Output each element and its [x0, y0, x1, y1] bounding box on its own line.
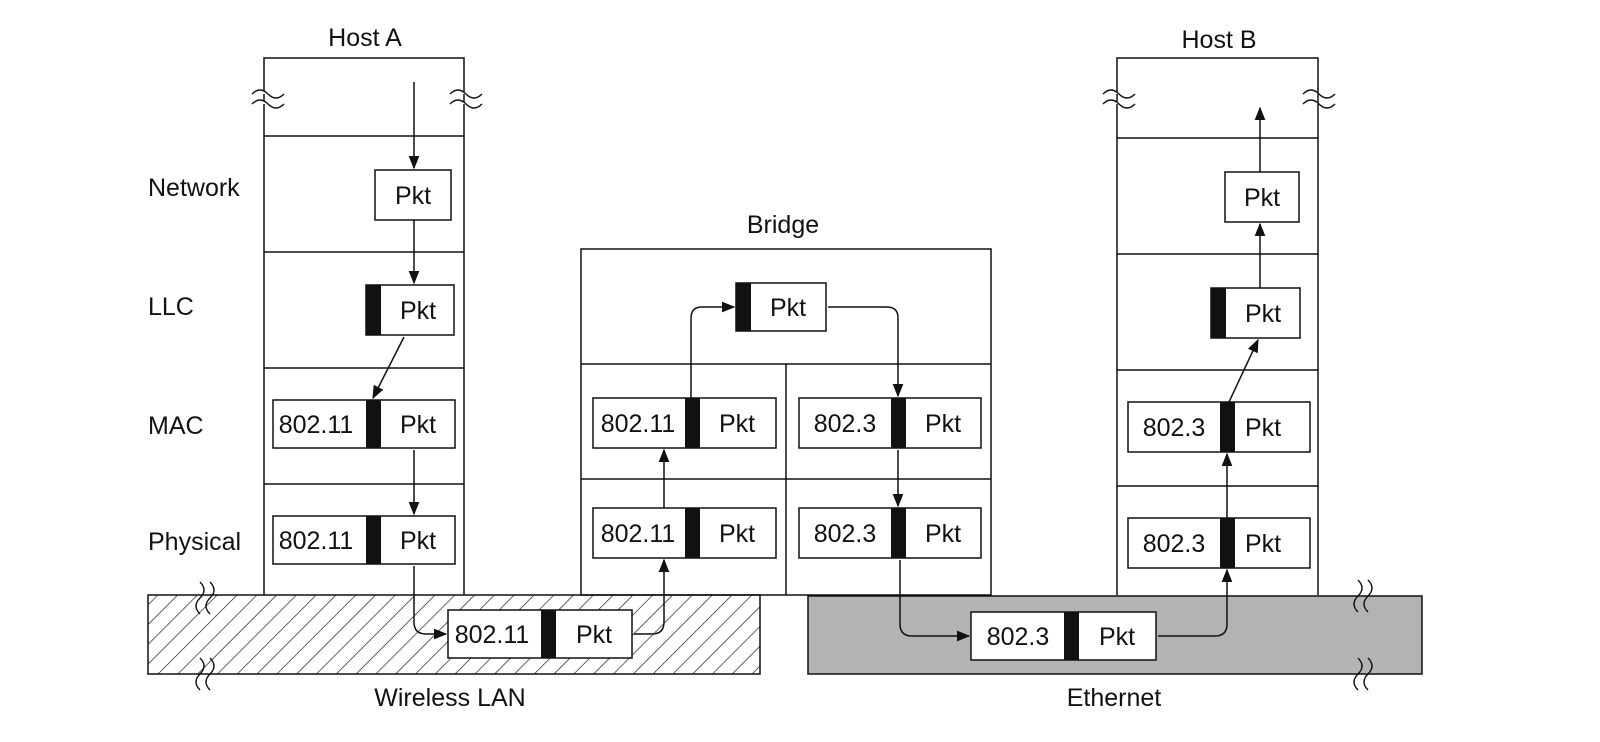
packet-label: Pkt — [1245, 530, 1281, 558]
bridge-llc-packet: Pkt — [735, 282, 827, 332]
host-a-stack — [251, 57, 483, 595]
break-mark — [1302, 89, 1336, 109]
host-b-physical-frame: 802.3 Pkt — [1127, 517, 1311, 569]
packet-label: Pkt — [925, 410, 961, 438]
break-mark — [1102, 89, 1136, 109]
packet-label: Pkt — [1245, 300, 1281, 328]
bridge-wifi-mac-frame: 802.11 Pkt — [592, 397, 777, 449]
llc-header — [1064, 612, 1079, 660]
wireless-lan-label: Wireless LAN — [374, 684, 525, 712]
packet-label: Pkt — [395, 182, 431, 210]
layer-label-mac: MAC — [148, 412, 204, 440]
packet-label: Pkt — [400, 527, 436, 555]
packet-label: Pkt — [719, 520, 755, 548]
llc-header — [1211, 288, 1226, 338]
host-a-title: Host A — [328, 24, 402, 52]
packet-label: Pkt — [400, 411, 436, 439]
llc-header — [366, 400, 381, 448]
host-b-stack — [1102, 57, 1336, 595]
host-a-mac-frame: 802.11 Pkt — [272, 399, 456, 449]
packet-label: Pkt — [1099, 623, 1135, 651]
frame-type-label: 802.3 — [1143, 414, 1206, 442]
llc-header — [1220, 402, 1235, 452]
host-a-physical-frame: 802.11 Pkt — [272, 515, 456, 565]
bridge-title: Bridge — [747, 211, 819, 239]
llc-header — [366, 516, 381, 564]
llc-header — [685, 398, 700, 448]
bridge-wifi-physical-frame: 802.11 Pkt — [592, 507, 777, 559]
flow-arrows — [372, 82, 1266, 642]
layer-label-physical: Physical — [148, 528, 241, 556]
frame-type-label: 802.3 — [1143, 530, 1206, 558]
host-b-llc-packet: Pkt — [1210, 287, 1301, 339]
break-mark — [195, 657, 215, 691]
host-b-network-packet: Pkt — [1224, 171, 1300, 223]
layer-label-network: Network — [148, 174, 240, 202]
packet-label: Pkt — [770, 294, 806, 322]
frame-type-label: 802.11 — [601, 410, 676, 438]
frame-type-label: 802.3 — [814, 520, 877, 548]
layer-label-llc: LLC — [148, 293, 194, 321]
break-mark — [195, 581, 215, 615]
frame-type-label: 802.11 — [455, 621, 530, 649]
packet-label: Pkt — [925, 520, 961, 548]
llc-header — [736, 283, 751, 331]
ethernet-medium-frame: 802.3 Pkt — [970, 611, 1157, 661]
packet-label: Pkt — [576, 621, 612, 649]
host-a-llc-packet: Pkt — [365, 284, 455, 336]
llc-header — [1220, 518, 1235, 568]
frame-type-label: 802.3 — [987, 623, 1050, 651]
wireless-medium-frame: 802.11 Pkt — [447, 609, 633, 659]
host-b-mac-frame: 802.3 Pkt — [1127, 401, 1311, 453]
ethernet-label: Ethernet — [1067, 684, 1162, 712]
llc-header — [366, 285, 381, 335]
host-a-network-packet: Pkt — [374, 169, 452, 221]
bridge-ether-mac-frame: 802.3 Pkt — [798, 397, 982, 449]
frame-type-label: 802.11 — [279, 527, 354, 555]
break-mark — [251, 89, 285, 109]
frame-type-label: 802.3 — [814, 410, 877, 438]
llc-header — [541, 610, 556, 658]
frame-type-label: 802.11 — [601, 520, 676, 548]
bridge-ether-physical-frame: 802.3 Pkt — [798, 507, 982, 559]
llc-header — [891, 508, 906, 558]
packet-label: Pkt — [1245, 414, 1281, 442]
break-mark — [1353, 579, 1373, 613]
packet-label: Pkt — [400, 297, 436, 325]
packet-label: Pkt — [1244, 184, 1280, 212]
break-mark — [449, 89, 483, 109]
packet-label: Pkt — [719, 410, 755, 438]
break-mark — [1353, 657, 1373, 691]
frame-type-label: 802.11 — [279, 411, 354, 439]
bridge-box — [580, 248, 992, 596]
host-b-title: Host B — [1181, 26, 1256, 54]
llc-header — [891, 398, 906, 448]
llc-header — [685, 508, 700, 558]
